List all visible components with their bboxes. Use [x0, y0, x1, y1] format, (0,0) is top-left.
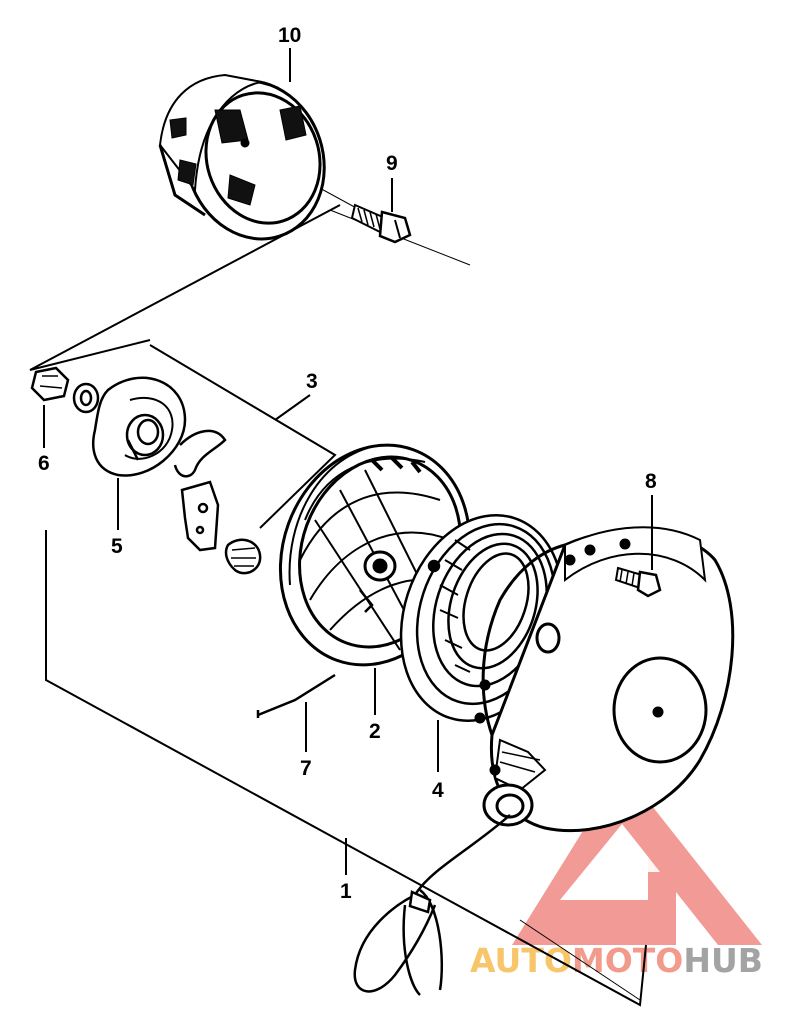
part-8-bolt — [614, 566, 662, 598]
callout-9: 9 — [386, 152, 398, 175]
callout-1: 1 — [340, 880, 352, 903]
bracket-1 — [45, 530, 647, 1007]
watermark-triangle-icon — [512, 768, 762, 945]
part-10-starter-pulley — [158, 73, 326, 241]
part-6-nut — [30, 366, 100, 414]
callout-5: 5 — [111, 535, 123, 558]
callout-4: 4 — [432, 779, 444, 802]
watermark-moto: MOTO — [572, 941, 683, 980]
part-5-ratchet-plate — [91, 376, 187, 477]
part-9-bolt — [350, 203, 412, 244]
assembly-bracket-lines — [29, 149, 647, 1007]
callout-10: 10 — [278, 24, 301, 47]
part-1-starter-case — [474, 526, 735, 833]
callout-7: 7 — [300, 757, 312, 780]
callout-6: 6 — [38, 452, 50, 475]
pull-rope-loop — [353, 814, 511, 996]
callout-leaders — [43, 48, 653, 875]
part-7-rope — [256, 673, 336, 718]
watermark-logo: AUTOMOTOHUB — [470, 768, 763, 980]
leader-3 — [274, 394, 311, 421]
callout-8: 8 — [645, 470, 657, 493]
callout-numbers: 10 9 3 6 8 5 2 7 4 1 — [38, 24, 657, 903]
watermark-text: AUTOMOTOHUB — [470, 941, 763, 980]
bracket-10 — [29, 204, 341, 371]
part-3-pawl-set — [173, 429, 262, 575]
watermark-auto: AUTO — [470, 941, 572, 980]
callout-3: 3 — [306, 370, 318, 393]
bracket-3 — [149, 344, 337, 529]
callout-2: 2 — [369, 720, 381, 743]
watermark-hub: HUB — [683, 941, 763, 980]
